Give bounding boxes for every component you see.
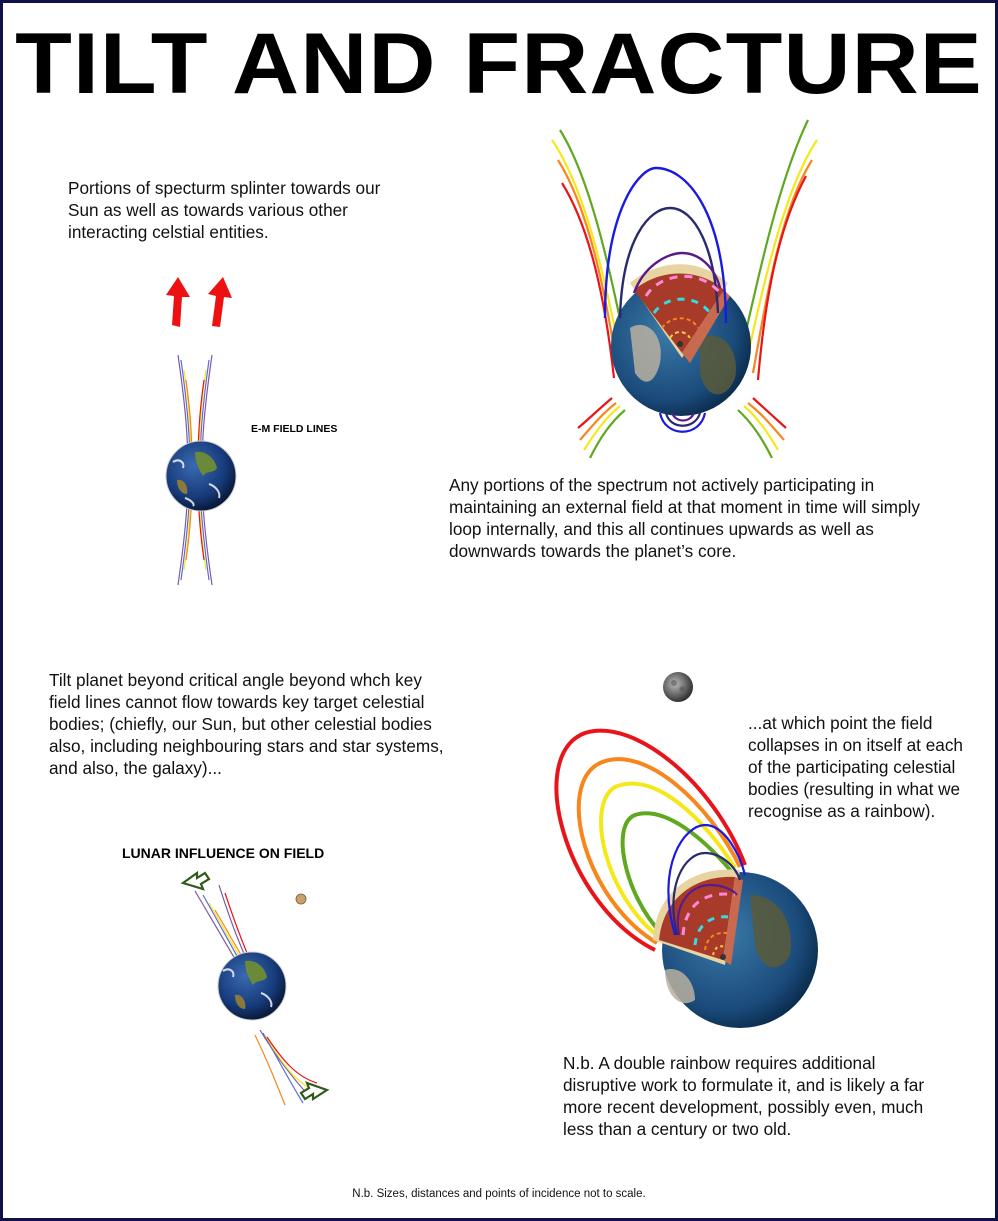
green-outline-arrow-icon	[180, 870, 211, 891]
earth-icon	[165, 440, 237, 512]
green-outline-arrow-icon	[299, 1081, 330, 1102]
earth-cutaway-icon	[554, 728, 818, 1028]
lunar-influence-label: LUNAR INFLUENCE ON FIELD	[122, 845, 325, 861]
caption-field-collapse: ...at which point the field collapses in…	[748, 713, 963, 821]
red-arrow-up-icon	[166, 277, 190, 327]
note-double-rainbow: N.b. A double rainbow requires additiona…	[563, 1053, 925, 1139]
red-arrows-icon	[166, 277, 232, 327]
em-field-lines-label: E-M FIELD LINES	[251, 423, 338, 435]
footer-note: N.b. Sizes, distances and points of inci…	[352, 1188, 646, 1200]
caption-tilt-planet: Tilt planet beyond critical angle beyond…	[49, 670, 444, 778]
red-arrow-up-icon	[208, 277, 232, 327]
moon-icon	[663, 672, 693, 702]
page-title: TILT AND FRACTURE	[15, 16, 983, 112]
earth-cutaway-icon	[551, 119, 818, 459]
caption-internal-loop: Any portions of the spectrum not activel…	[449, 475, 920, 561]
earth-icon	[217, 951, 287, 1021]
caption-splinter: Portions of specturm splinter towards ou…	[68, 178, 381, 242]
moon-icon	[295, 893, 307, 905]
